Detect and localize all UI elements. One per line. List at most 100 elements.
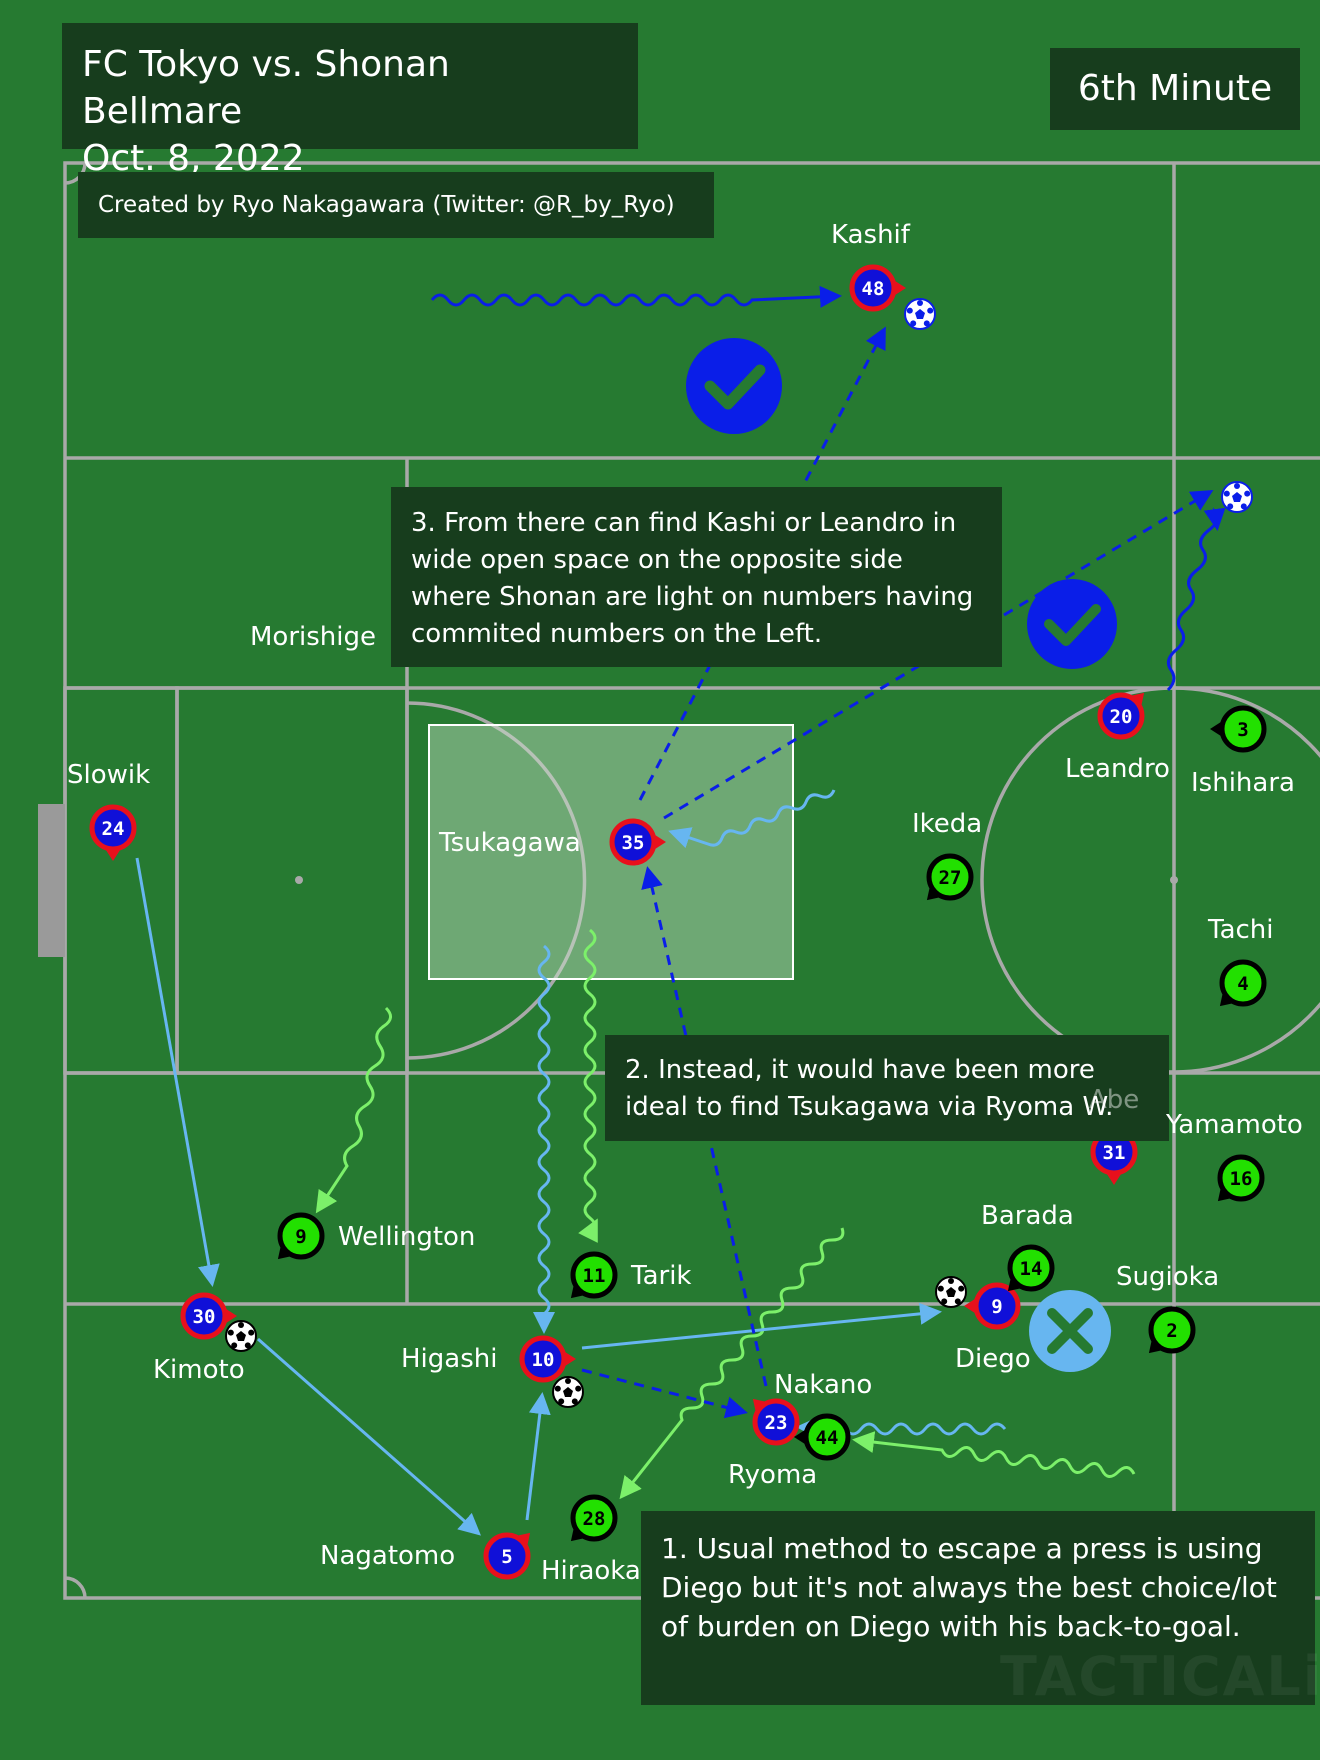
player-label-ishihara: Ishihara <box>1191 768 1295 798</box>
balls-layer <box>225 298 1253 1408</box>
player-number-kimoto: 30 <box>193 1306 216 1328</box>
player-number-hiraoka: 28 <box>583 1508 606 1530</box>
tsukagawa-to-leandro-space-pass <box>663 489 1214 820</box>
player-token-kimoto: 30 <box>180 1292 237 1340</box>
player-number-abe: 31 <box>1103 1142 1126 1164</box>
player-token-higashi: 10 <box>519 1335 576 1383</box>
player-disc-sugioka <box>1148 1306 1196 1354</box>
player-label-kashif: Kashif <box>831 220 910 250</box>
ryoma-to-tsukagawa-pass <box>641 866 768 1387</box>
nagatomo-to-higashi-pass <box>525 1392 551 1521</box>
match-title: FC Tokyo vs. Shonan Bellmare <box>82 44 450 132</box>
player-disc-kashif <box>849 264 897 312</box>
player-label-hiraoka: Hiraoka <box>541 1556 641 1586</box>
player-label-abe: Abe <box>1089 1085 1140 1115</box>
player-label-nakano: Nakano <box>774 1370 873 1400</box>
player-label-higashi: Higashi <box>401 1344 498 1374</box>
player-label-tsukagawa: Tsukagawa <box>439 828 581 858</box>
nakano-run-arrow <box>852 1431 1136 1478</box>
tsukagawa-press-arrow <box>668 789 836 849</box>
player-disc-tsukagawa <box>609 818 657 866</box>
player-disc-ikeda <box>926 853 974 901</box>
player-disc-leandro <box>1097 692 1145 740</box>
player-disc-nagatomo <box>483 1532 531 1580</box>
player-token-barada: 14 <box>1007 1244 1055 1292</box>
higashi-to-ryoma-pass <box>581 1368 748 1419</box>
player-disc-nakano <box>803 1413 851 1461</box>
higashi-drop-arrow <box>533 944 555 1334</box>
player-number-yamamoto: 16 <box>1230 1168 1253 1190</box>
player-number-slowik: 24 <box>102 818 125 840</box>
player-token-hiraoka: 28 <box>570 1494 618 1542</box>
player-number-tarik: 11 <box>583 1265 606 1287</box>
player-disc-slowik <box>89 804 137 852</box>
player-disc-ryoma <box>752 1398 800 1446</box>
watermark: TACTICALista <box>1000 1645 1320 1708</box>
player-label-leandro: Leandro <box>1065 754 1170 784</box>
penalty-arc <box>406 701 587 1060</box>
goal-area <box>175 686 409 1075</box>
player-disc-higashi <box>519 1335 567 1383</box>
target-zone <box>428 724 794 980</box>
penalty-spot <box>295 876 303 884</box>
player-number-ryoma: 23 <box>765 1412 788 1434</box>
slowik-to-kimoto-pass <box>135 857 220 1287</box>
annotation-2: 2. Instead, it would have been more idea… <box>605 1035 1169 1141</box>
player-number-ishihara: 3 <box>1237 719 1248 741</box>
player-label-kimoto: Kimoto <box>153 1355 245 1385</box>
player-number-ikeda: 27 <box>939 867 962 889</box>
minute-badge: 6th Minute <box>1050 48 1300 130</box>
player-disc-ishihara <box>1219 705 1267 753</box>
player-number-higashi: 10 <box>532 1349 555 1371</box>
player-disc-kimoto <box>180 1292 228 1340</box>
football-icon <box>225 1320 257 1352</box>
tsukagawa-to-kashif-pass <box>638 326 886 801</box>
player-number-tsukagawa: 35 <box>622 832 645 854</box>
player-token-leandro: 20 <box>1097 692 1145 740</box>
penalty-area <box>63 686 179 1075</box>
corner-arc-bottom <box>64 1576 87 1599</box>
player-token-wellington: 9 <box>277 1212 325 1260</box>
goal <box>38 804 65 957</box>
player-label-tachi: Tachi <box>1208 915 1274 945</box>
player-number-sugioka: 2 <box>1166 1320 1177 1342</box>
annotation-3: 3. From there can find Kashi or Leandro … <box>391 487 1002 667</box>
football-icon <box>935 1276 967 1308</box>
player-disc-diego <box>973 1282 1021 1330</box>
football-icon <box>1221 481 1253 513</box>
player-number-nakano: 44 <box>816 1427 839 1449</box>
player-label-yamamoto: Yamamoto <box>1166 1110 1303 1140</box>
check-mark-top <box>686 338 782 434</box>
kashif-run-arrow <box>430 285 842 308</box>
centre-spot <box>1170 876 1178 884</box>
football-icon <box>552 1376 584 1408</box>
player-disc-yamamoto <box>1217 1154 1265 1202</box>
player-token-nagatomo: 5 <box>483 1532 531 1580</box>
nakano-press-arrow <box>796 1416 1007 1439</box>
player-disc-tarik <box>570 1251 618 1299</box>
player-token-yamamoto: 16 <box>1217 1154 1265 1202</box>
player-number-nagatomo: 5 <box>501 1546 512 1568</box>
player-label-barada: Barada <box>981 1201 1074 1231</box>
hiraoka-press-arrow <box>619 1227 845 1500</box>
player-token-tsukagawa: 35 <box>609 818 666 866</box>
player-number-diego: 9 <box>991 1296 1002 1318</box>
centre-circle <box>980 686 1320 1074</box>
player-label-ikeda: Ikeda <box>912 809 983 839</box>
player-label-morishige: Morishige <box>250 622 377 652</box>
player-token-ryoma: 23 <box>752 1398 800 1446</box>
player-label-sugioka: Sugioka <box>1116 1262 1220 1292</box>
player-label-ryoma: Ryoma <box>728 1460 818 1490</box>
player-disc-hiraoka <box>570 1494 618 1542</box>
player-token-sugioka: 2 <box>1148 1306 1196 1354</box>
tarik-press-arrow <box>578 928 598 1244</box>
check-mark-right <box>1027 579 1117 669</box>
player-token-tachi: 4 <box>1219 959 1267 1007</box>
player-token-tarik: 11 <box>570 1251 618 1299</box>
player-number-leandro: 20 <box>1110 706 1133 728</box>
player-disc-wellington <box>277 1212 325 1260</box>
match-title-panel: FC Tokyo vs. Shonan Bellmare Oct. 8, 202… <box>62 23 638 179</box>
player-token-ikeda: 27 <box>926 853 974 901</box>
